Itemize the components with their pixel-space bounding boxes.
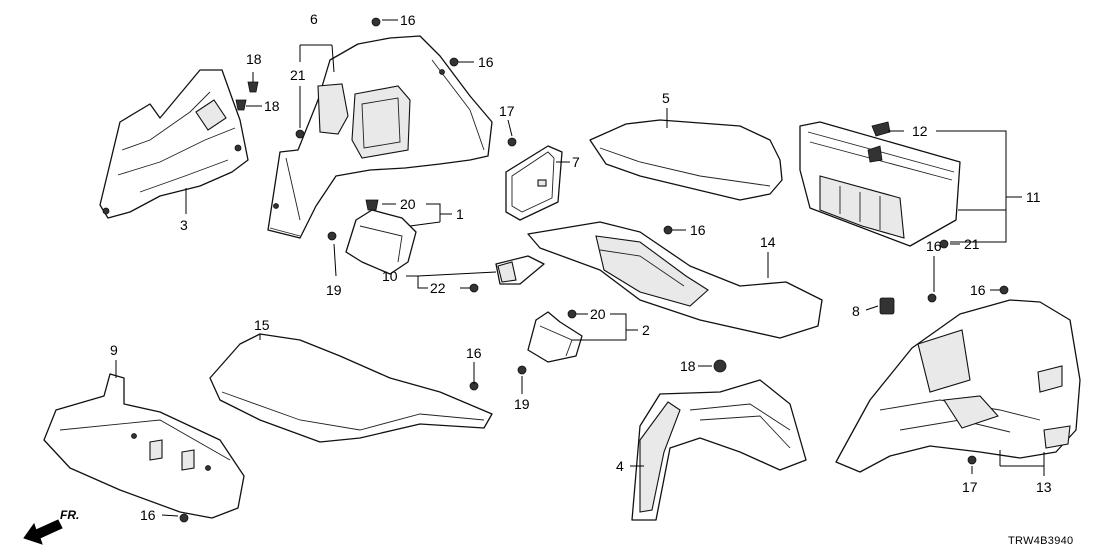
callout-5: 5	[662, 90, 670, 106]
callout-4: 4	[616, 458, 624, 474]
callout-16-c: 16	[690, 222, 706, 238]
callout-20-a: 20	[400, 196, 416, 212]
callout-18-b: 18	[264, 98, 280, 114]
part-15-trunk-mat	[209, 333, 493, 443]
part-12-clip	[871, 121, 891, 137]
part-14-floor-tray	[527, 221, 823, 339]
part-6-trunk-lining	[267, 35, 493, 239]
callout-10: 10	[382, 268, 398, 284]
callout-3: 3	[180, 217, 188, 233]
callout-7: 7	[572, 154, 580, 170]
callout-18-c: 18	[680, 358, 696, 374]
callout-12: 12	[912, 123, 928, 139]
callout-6: 6	[310, 11, 318, 27]
part-11-rear-panel	[799, 121, 961, 247]
part-7-lid	[505, 145, 563, 221]
callout-16-b: 16	[478, 54, 494, 70]
callout-16-e: 16	[970, 282, 986, 298]
callout-17-b: 17	[962, 479, 978, 495]
callout-16-a: 16	[400, 12, 416, 28]
front-direction-arrow: FR.	[23, 508, 79, 545]
callout-8: 8	[852, 303, 860, 319]
diagram-code: TRW4B3940	[1008, 535, 1073, 547]
callout-9: 9	[110, 342, 118, 358]
callout-19-a: 19	[326, 282, 342, 298]
callout-21-b: 21	[964, 236, 980, 252]
callout-20-b: 20	[590, 306, 606, 322]
callout-18-a: 18	[246, 51, 262, 67]
part-5-board	[589, 119, 783, 201]
part-2-bracket	[527, 311, 583, 363]
callout-13: 13	[1036, 479, 1052, 495]
callout-19-b: 19	[514, 396, 530, 412]
callout-21-a: 21	[290, 67, 306, 83]
part-18-clip	[235, 81, 259, 111]
part-3-side-lining	[99, 69, 249, 219]
callout-11: 11	[1026, 189, 1041, 205]
callout-15: 15	[254, 317, 270, 333]
direction-label: FR.	[60, 508, 79, 522]
part-10-clip-plate	[495, 255, 545, 285]
callout-22: 22	[430, 280, 446, 296]
callout-16-f: 16	[466, 345, 482, 361]
part-22-nut	[469, 283, 479, 293]
callout-2: 2	[642, 322, 650, 338]
callout-1: 1	[456, 206, 464, 222]
part-13-rear-side-trim	[835, 299, 1081, 473]
part-9-lower-trim	[43, 373, 245, 519]
callout-17-a: 17	[499, 103, 515, 119]
part-4-side-trim	[631, 379, 807, 521]
part-20-clip	[365, 199, 379, 211]
fasteners	[179, 17, 1009, 523]
part-1-bracket	[345, 209, 417, 275]
callout-16-g: 16	[140, 507, 156, 523]
callout-14: 14	[760, 234, 776, 250]
callout-numbers: 6 16 18 16 21 18 5 17 12 7 11 3 20 1 16 …	[110, 11, 1052, 523]
callout-16-d: 16	[926, 238, 942, 254]
leader-lines	[115, 19, 1045, 517]
